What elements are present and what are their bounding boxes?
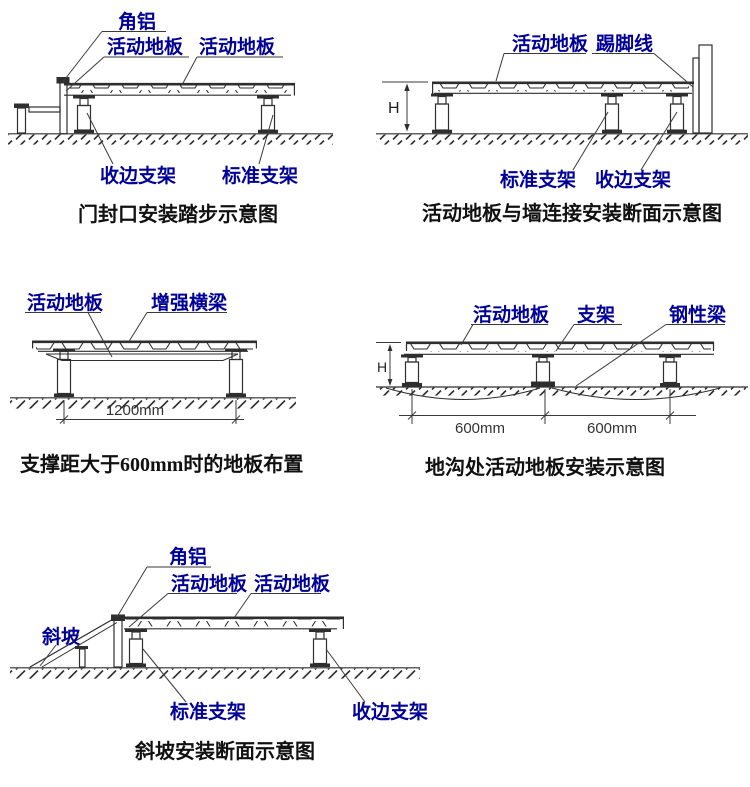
pedestal-edge [309,629,331,668]
trench-arc-left [385,387,541,400]
caption-trench: 地沟处活动地板安装示意图 [425,455,665,479]
pedestal-standard [125,629,147,668]
dimension-1200-text: 1200mm [106,402,164,419]
rigid-beam-label: 钢性梁 [669,303,727,326]
edge-pedestal-label: 收边支架 [352,700,428,723]
ground-hatch [378,387,746,396]
diagram-trench: H 600mm 600mm 活动地板 支架 钢性梁 地沟处活动地板安装示意图 [376,303,748,479]
pedestal-standard [257,95,279,134]
edge-post [59,77,68,135]
pedestal-label: 支架 [576,304,615,326]
angle-aluminum-label: 角铝 [118,10,156,33]
angle-aluminum-cap [111,614,125,621]
h-dimension: H [382,81,428,132]
pedestal-left [401,354,423,387]
caption-wall-connection: 活动地板与墙连接安装断面示意图 [422,201,722,225]
edge-pedestal-label: 收边支架 [595,168,671,191]
dimension-1200: 1200mm [56,400,244,424]
panel-cups [126,619,340,627]
wall [698,44,713,134]
skirting-label: 踢脚线 [596,32,653,55]
pedestal-middle [531,354,555,387]
panel-cups [69,85,291,93]
caption-ramp: 斜坡安装断面示意图 [134,739,315,763]
pedestal-left [53,348,75,398]
pedestal-left [431,93,453,134]
pedestal-right [659,354,681,387]
standard-pedestal-label: 标准支架 [500,169,576,191]
skirting-board [692,57,700,134]
diagram-ramp: 角铝 活动地板 活动地板 斜坡 标准支架 收边支架 斜坡安装断面示意图 [10,545,428,763]
standard-pedestal-label: 标准支架 [170,701,246,723]
panel-cups [36,343,253,351]
ground-hatch [10,668,420,679]
reinforcing-beam [45,353,239,361]
floor-panel [432,81,694,94]
standard-pedestal-label: 标准支架 [222,165,298,187]
ground-hatch [10,398,296,409]
height-label: H [388,100,400,117]
pedestal-right [225,348,247,398]
diagram-wide-span: 1200mm 活动地板 增强横梁 支撑距大于600mm时的地板布置 [10,291,303,476]
floor-panel [404,341,715,355]
panel-cups [410,344,711,352]
angle-aluminum-label: 角铝 [169,545,207,568]
floor-panel [122,616,344,630]
dimension-600: 600mm 600mm [399,389,696,437]
floor-panel-label-left: 活动地板 [171,572,248,595]
dimension-600-left-text: 600mm [455,420,505,437]
pedestal-standard [601,93,623,134]
diagram-wall-connection: H 活动地板 踢脚线 标准支架 收边支架 活动地板与墙连接安装断面示意图 [376,32,748,225]
floor-panel-label: 活动地板 [512,32,589,55]
ground-hatch [376,134,748,145]
edge-pedestal-label: 收边支架 [100,164,176,187]
floor-panel-label: 活动地板 [473,303,550,326]
floor-panel [64,82,295,96]
height-label: H [377,359,387,375]
ramp-slope [29,617,118,668]
step-structure [14,103,61,134]
floor-panel-label: 活动地板 [27,291,104,314]
angle-aluminum-cap [56,77,70,84]
caption-door-step: 门封口安装踏步示意图 [78,202,278,226]
caption-wide-span: 支撑距大于600mm时的地板布置 [20,452,303,476]
floor-panel-label-right: 活动地板 [254,572,331,595]
dimension-600-right-text: 600mm [587,420,637,437]
slope-label: 斜坡 [41,625,81,648]
edge-post [113,619,123,668]
diagram-door-step: 角铝 活动地板 活动地板 收边支架 标准支架 门封口安装踏步示意图 [8,10,333,226]
ground-hatch [8,134,333,145]
trench-arc-right [551,387,721,400]
floor-panel-label-right: 活动地板 [199,35,276,58]
reinforcing-beam-label: 增强横梁 [151,291,228,314]
floor-panel-label-left: 活动地板 [107,35,184,58]
h-dimension: H [376,342,401,386]
pedestal-edge [73,95,95,134]
pedestal-edge [666,93,688,134]
panel-cups [437,84,689,92]
